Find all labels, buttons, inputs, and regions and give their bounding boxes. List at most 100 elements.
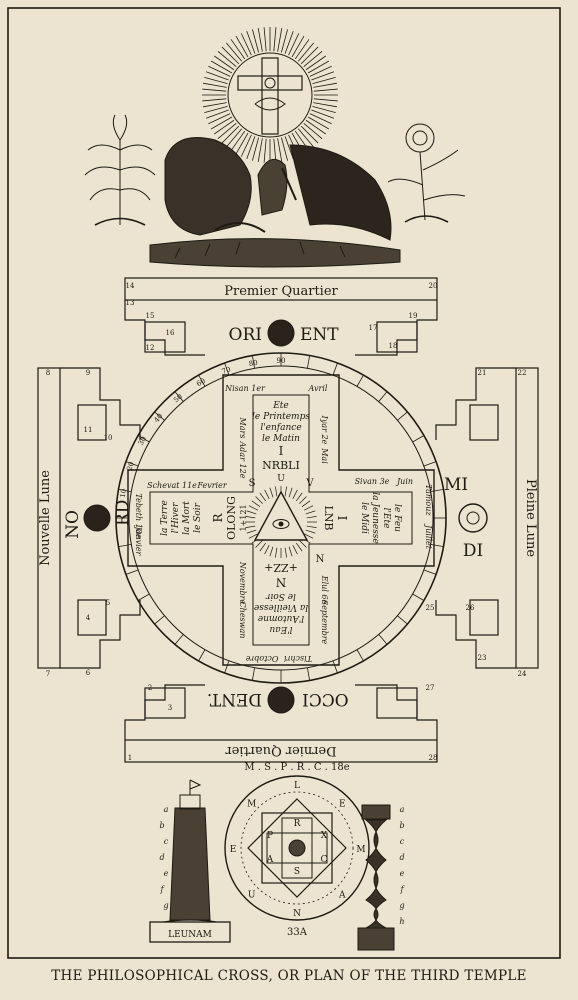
cross-letter-s: S (249, 478, 256, 489)
frame-number: 27 (426, 684, 435, 692)
column-side-letter: g (399, 901, 404, 910)
bottom-letter: N (276, 575, 287, 589)
top-letter: I (279, 444, 284, 458)
seal-letter: E (230, 845, 237, 855)
temple-frame (37, 277, 539, 763)
pelican-icon (149, 137, 401, 268)
east-sun-icon (267, 319, 295, 347)
last-quarter-label: Dernier Quartier (225, 743, 337, 758)
seal-letter: L (294, 781, 300, 791)
frame-number: 4 (86, 614, 91, 622)
tower-side-letter: f (160, 885, 166, 894)
orient-left: ORI (229, 325, 262, 345)
cross-horizontal (237, 75, 303, 91)
frame-number: 10 (104, 434, 113, 442)
frame-number: 13 (126, 299, 135, 307)
ring-number: 70 (221, 365, 232, 376)
cross-right-arm: le Feu l'Ete la Jeunesse le Midi I LNB (322, 492, 402, 544)
frame-number: 3 (168, 704, 172, 712)
first-quarter-label: Premier Quartier (224, 284, 338, 299)
cross-vertical (261, 57, 279, 135)
frame-number: 15 (146, 312, 155, 320)
tower-side-letter: e (164, 869, 169, 878)
month-label: Juillet (424, 523, 433, 550)
top-text-0: Ete (272, 401, 289, 411)
ring-number: 40 (153, 412, 165, 424)
right-text-1: l'Ete (381, 508, 391, 529)
bottom-text-3: le Soir (265, 591, 296, 601)
right-word: LNB (322, 505, 335, 530)
month-label: Iyar 2e (320, 415, 329, 445)
tower-label: LEUNAM (168, 930, 212, 940)
month-label: Tischri (284, 654, 312, 663)
new-moon-label: Nouvelle Lune (38, 470, 53, 566)
month-label: Nisan 1er (224, 384, 266, 393)
seal-letter: M (247, 800, 256, 810)
radiant-sun (202, 27, 338, 163)
all-seeing-eye-icon (245, 486, 317, 558)
nord-right: RD (113, 500, 133, 526)
west-moon-icon (267, 686, 295, 714)
frame-number: 23 (478, 654, 487, 662)
frame-number: 24 (518, 670, 527, 678)
seal-inner-letter: X (321, 831, 328, 841)
month-label: Adar 12e (238, 441, 247, 479)
frame-number: 19 (409, 312, 418, 320)
frame-number: 21 (478, 369, 487, 377)
month-label: Septembre (320, 600, 329, 645)
top-sub: U (277, 474, 285, 484)
seal-inner-letter: R (294, 819, 301, 829)
month-label: Janvier (134, 525, 143, 557)
ring-number: 50 (172, 393, 184, 405)
tower-side-letter: g (163, 901, 168, 910)
frame-number: 12 (146, 344, 155, 352)
seal-letter: A (338, 890, 346, 900)
seal-inner-letter: A (266, 855, 274, 865)
month-label: Mars (238, 417, 247, 439)
frame-number: 2 (148, 684, 152, 692)
column-side-letter: e (400, 869, 405, 878)
column-side-letter: c (400, 837, 405, 846)
ring-number: 90 (277, 357, 286, 365)
seal-ring-text: M . S . P . R . C . 18e (244, 762, 349, 773)
month-label: Novembre (238, 561, 247, 605)
tower-side-letter: a (164, 805, 169, 814)
acacia-plant-icon (84, 114, 156, 226)
month-label: Sivan 3e (355, 477, 390, 486)
frame-number: 11 (84, 426, 93, 434)
left-sub: 1+121 (239, 504, 248, 531)
frame-number: 17 (369, 324, 378, 332)
seal-letter: U (248, 890, 256, 900)
frame-number: 8 (46, 369, 50, 377)
top-word: NRBLI (262, 459, 300, 472)
month-label: Elul 6e (320, 575, 329, 605)
frame-number: 28 (429, 754, 438, 762)
inner-cross (127, 374, 435, 666)
nord-left: NO (63, 510, 83, 539)
column-side-letter: f (400, 885, 406, 894)
month-label: Tebeth 10e (134, 493, 143, 538)
left-text-0: la Terre (160, 500, 170, 536)
plate-caption: THE PHILOSOPHICAL CROSS, OR PLAN OF THE … (51, 968, 527, 984)
right-text-3: le Midi (359, 502, 369, 534)
month-label: Fevrier (196, 481, 227, 490)
month-label: Mai (320, 447, 329, 464)
ring-number: 10 (119, 488, 128, 498)
frame-number: 5 (106, 599, 110, 607)
cross-top-arm: Ete le Printemps l'enfance le Matin I NR… (252, 401, 310, 484)
column-side-letter: b (399, 821, 404, 830)
occident-left: OCCI (302, 689, 349, 709)
frame-number: 16 (166, 329, 175, 337)
column-side-letter: d (399, 853, 404, 862)
full-moon-label: Pleine Lune (523, 479, 538, 557)
rose-icon (387, 123, 466, 223)
right-letter: I (335, 516, 349, 521)
cross-bottom-arm: l'Eau l'Automne la Vieillesse le Soir N … (254, 561, 308, 634)
left-letter: R (211, 513, 225, 523)
left-text-1: l'Hiver (171, 502, 181, 533)
ring-number: 60 (195, 377, 207, 388)
ring-number: 80 (248, 359, 258, 368)
